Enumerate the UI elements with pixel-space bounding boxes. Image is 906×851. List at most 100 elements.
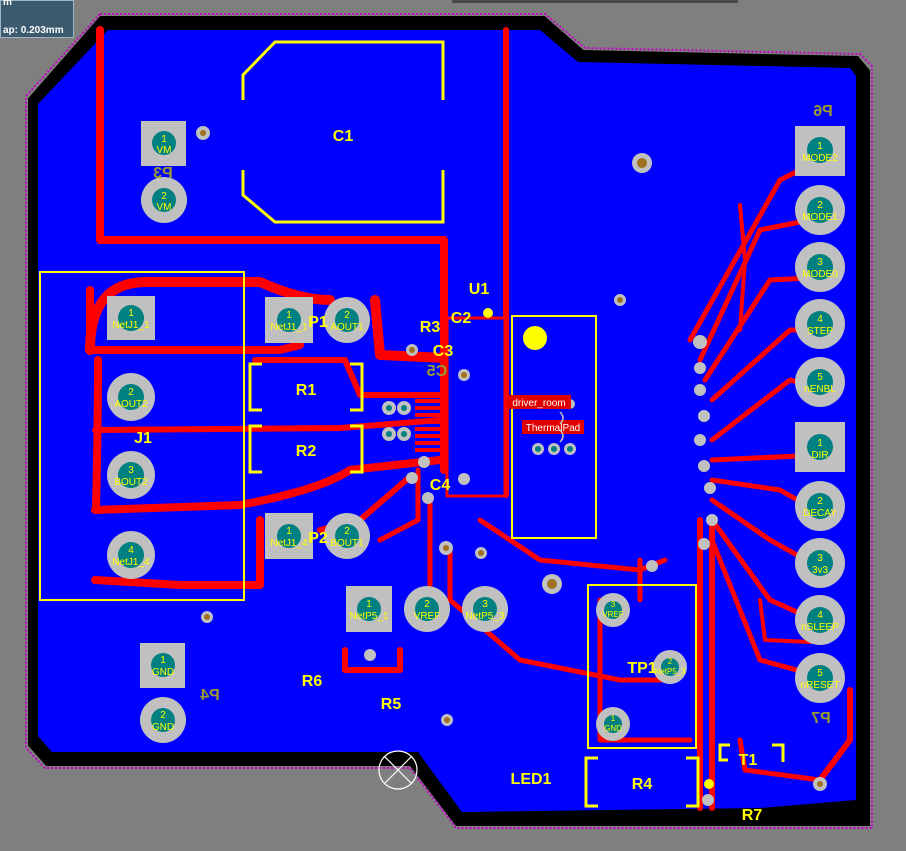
pad-p2-2[interactable] bbox=[324, 513, 370, 559]
designator-c4[interactable]: C4 bbox=[430, 477, 451, 494]
snap-readout-panel: m ap: 0.203mm bbox=[0, 0, 74, 38]
driver-room-label: driver_room bbox=[512, 398, 565, 409]
designator-t1[interactable]: T1 bbox=[739, 752, 758, 769]
pad-p3-2[interactable] bbox=[141, 177, 187, 223]
pad-p6-1[interactable] bbox=[795, 126, 845, 176]
pad-p3-1-num: 1 bbox=[161, 134, 167, 145]
board-origin-marker-icon bbox=[378, 750, 418, 790]
pad-j1-2-num: 2 bbox=[128, 387, 134, 398]
pad-p7-2[interactable] bbox=[795, 481, 845, 531]
designator-j1[interactable]: J1 bbox=[134, 430, 152, 447]
toolbar-edge bbox=[452, 0, 738, 3]
c2-pin-marker bbox=[483, 308, 493, 318]
pad-p2-2-num: 2 bbox=[344, 526, 350, 537]
designator-led1[interactable]: LED1 bbox=[511, 771, 552, 788]
pad-p5-1[interactable] bbox=[346, 586, 392, 632]
pad-j1-2-net: AOUT2 bbox=[114, 399, 148, 410]
pad-p5-3[interactable] bbox=[462, 586, 508, 632]
pad-tp1-3[interactable] bbox=[596, 593, 630, 627]
thermal-pad-tag[interactable] bbox=[522, 420, 584, 434]
r1-outline-left bbox=[248, 362, 262, 412]
designator-p4[interactable]: P4 bbox=[200, 687, 220, 704]
designator-r1[interactable]: R1 bbox=[296, 382, 317, 399]
pad-p2-1[interactable] bbox=[265, 513, 313, 559]
pad-p7-4[interactable] bbox=[795, 595, 845, 645]
pad-p5-3-num: 3 bbox=[482, 599, 488, 610]
designator-p6[interactable]: P6 bbox=[813, 103, 833, 120]
pad-p2-1-net: NetJ1_4 bbox=[270, 538, 308, 549]
pad-p7-5-net: nRESET bbox=[801, 680, 840, 691]
r2-outline-right bbox=[350, 424, 364, 474]
pad-p6-4[interactable] bbox=[795, 299, 845, 349]
designator-c2[interactable]: C2 bbox=[451, 310, 472, 327]
pad-p4-1[interactable] bbox=[140, 643, 185, 688]
designator-r6[interactable]: R6 bbox=[302, 673, 323, 690]
silkscreen-layer bbox=[39, 40, 785, 808]
pad-p7-3-num: 3 bbox=[817, 553, 823, 564]
designator-r7[interactable]: R7 bbox=[742, 807, 763, 824]
pad-p1-2-net: AOUT1 bbox=[330, 322, 364, 333]
pad-p6-3-num: 3 bbox=[817, 257, 823, 268]
pad-j1-3-net: BOUT2 bbox=[114, 477, 148, 488]
pad-p7-3[interactable] bbox=[795, 538, 845, 588]
pad-p6-2[interactable] bbox=[795, 185, 845, 235]
pad-p7-5[interactable] bbox=[795, 653, 845, 703]
pad-p5-3-net: NetP5_3 bbox=[466, 611, 505, 622]
designator-r4[interactable]: R4 bbox=[632, 776, 653, 793]
designator-u1[interactable]: U1 bbox=[469, 281, 490, 298]
pad-p4-1-net: GND bbox=[152, 667, 174, 678]
pad-j1-4-num: 4 bbox=[128, 545, 134, 556]
pad-j1-3[interactable] bbox=[107, 451, 155, 499]
designator-r2[interactable]: R2 bbox=[296, 443, 317, 460]
pad-j1-1-net: NetJ1_1 bbox=[112, 320, 150, 331]
pad-p4-2[interactable] bbox=[140, 697, 186, 743]
pad-tp1-2[interactable] bbox=[653, 650, 687, 684]
pad-p6-1-num: 1 bbox=[817, 141, 823, 152]
pad-j1-2[interactable] bbox=[107, 373, 155, 421]
pad-p7-1[interactable] bbox=[795, 422, 845, 472]
thermal-pad-label: ThermalPad bbox=[526, 423, 580, 434]
designator-p3[interactable]: P3 bbox=[153, 165, 173, 182]
r2-outline-left bbox=[248, 424, 262, 474]
c1-outline bbox=[241, 40, 445, 100]
pad-tp1-1[interactable] bbox=[596, 707, 630, 741]
pad-p6-4-net: STEP bbox=[807, 326, 833, 337]
pad-j1-1[interactable] bbox=[107, 296, 155, 340]
pad-j1-4-net: NetJ1_4 bbox=[112, 557, 150, 568]
pad-p3-2-net: VM bbox=[157, 202, 172, 213]
j1-outline bbox=[39, 271, 245, 601]
pad-p6-3[interactable] bbox=[795, 242, 845, 292]
designator-r5[interactable]: R5 bbox=[381, 696, 402, 713]
pad-tp1-3-num: 3 bbox=[611, 600, 616, 609]
pad-p3-1[interactable] bbox=[141, 121, 186, 166]
designator-c3[interactable]: C3 bbox=[433, 343, 454, 360]
pad-p5-1-net: NetP5_1 bbox=[350, 611, 389, 622]
r1-outline-right bbox=[350, 362, 364, 412]
designator-p2[interactable]: P2 bbox=[308, 530, 328, 547]
pad-p7-2-num: 2 bbox=[817, 496, 823, 507]
designator-c5[interactable]: C5 bbox=[427, 363, 448, 380]
designator-p7[interactable]: P7 bbox=[811, 710, 831, 727]
u1-silkscreen bbox=[511, 315, 597, 539]
pad-p1-2[interactable] bbox=[324, 297, 370, 343]
driver-room-tag[interactable] bbox=[507, 395, 571, 409]
u1-pin1-marker bbox=[523, 326, 547, 350]
tp1-outline bbox=[587, 584, 697, 749]
vias bbox=[196, 126, 827, 806]
pad-p1-1[interactable] bbox=[265, 297, 313, 343]
pad-j1-4[interactable] bbox=[107, 531, 155, 579]
pad-j1-1-num: 1 bbox=[128, 308, 134, 319]
designator-c1[interactable]: C1 bbox=[333, 128, 354, 145]
pad-tp1-3-net: VREF bbox=[602, 610, 623, 619]
bottom-designators: P3 C5 P4 P6 P7 bbox=[153, 103, 833, 727]
pad-p6-5[interactable] bbox=[795, 357, 845, 407]
u1-pads bbox=[415, 392, 449, 452]
pad-tp1-2-net: NetP5_3 bbox=[654, 667, 686, 676]
pad-p1-1-num: 1 bbox=[286, 310, 292, 321]
designator-p1[interactable]: P1 bbox=[308, 314, 328, 331]
designator-tp1[interactable]: TP1 bbox=[627, 660, 656, 677]
designator-r3[interactable]: R3 bbox=[420, 319, 441, 336]
pad-p5-2[interactable] bbox=[404, 586, 450, 632]
